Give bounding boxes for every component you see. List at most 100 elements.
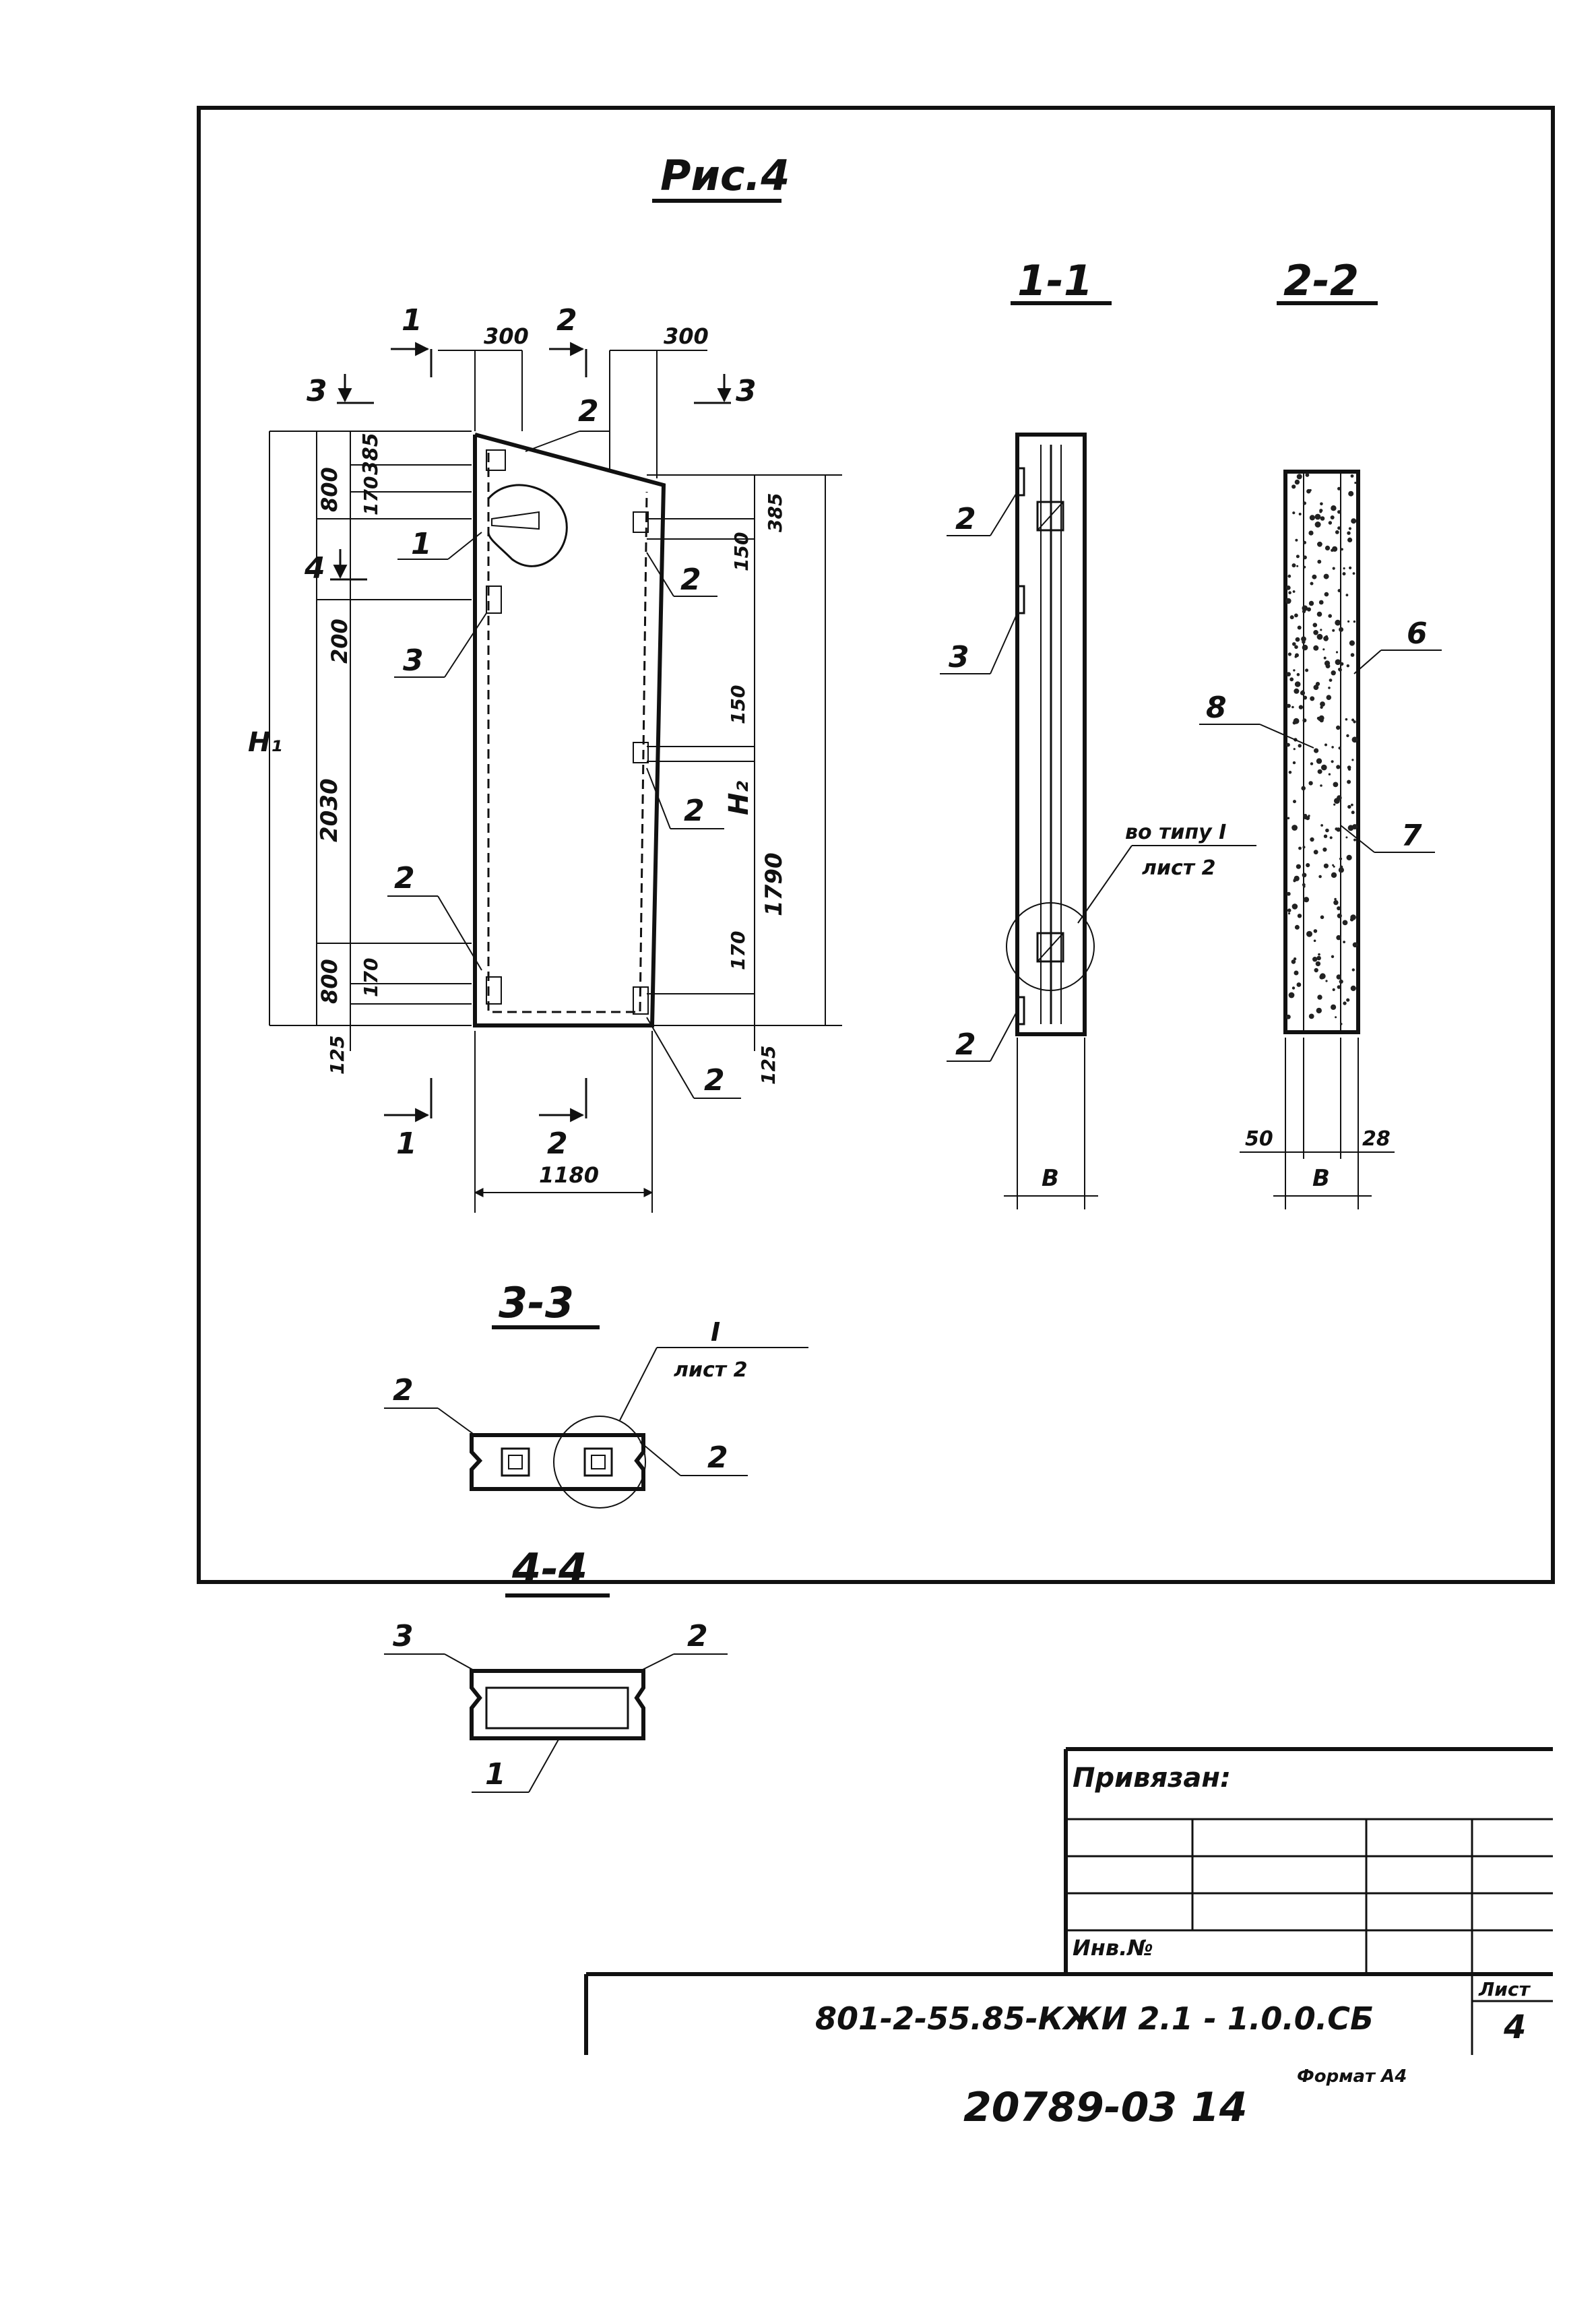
dim-left-170-bottom: 170 (360, 958, 382, 997)
section-2-2-width: В (1312, 1165, 1330, 1192)
speckle-dot (1287, 574, 1291, 578)
speckle-dot (1328, 614, 1332, 618)
speckle-dot (1286, 672, 1291, 676)
speckle-dot (1336, 725, 1341, 730)
speckle-dot (1345, 594, 1349, 597)
leader (1353, 650, 1382, 674)
speckle-dot (1350, 985, 1356, 991)
leader (528, 1738, 560, 1793)
speckle-dot (1346, 998, 1350, 1002)
speckle-dot (1347, 531, 1351, 535)
speckle-dot (1287, 652, 1291, 656)
speckle-dot (1331, 955, 1335, 959)
section-1-1-width: В (1042, 1165, 1059, 1192)
speckle-dot (1329, 836, 1333, 840)
dim-top-right-300: 300 (664, 323, 709, 349)
title-block: Привязан: Инв.№ 801-2-55.85-КЖИ 2.1 - 1.… (584, 1747, 1553, 2055)
speckle-dot (1316, 1007, 1322, 1014)
section-3-3-node-ref-2: лист 2 (674, 1358, 747, 1382)
speckle-dot (1302, 640, 1306, 644)
section-1-1-callout-top: 2 (955, 502, 976, 536)
embed-plate (1016, 996, 1025, 1025)
speckle-dot (1295, 538, 1298, 542)
section-1-1: 1-1 2 3 2 во типу I лист 2 В (940, 256, 1256, 1209)
speckle-dot (1319, 973, 1326, 980)
embed-top-left (486, 449, 506, 471)
section-1-1-callout-bottom: 2 (955, 1027, 976, 1062)
speckle-dot (1292, 511, 1296, 515)
callout-top: 2 (578, 394, 599, 429)
section-3-3: 3-3 I лист 2 2 2 (384, 1278, 808, 1509)
speckle-dot (1337, 589, 1341, 593)
speckle-dot (1328, 687, 1331, 689)
cut-mark-4: 4 (304, 551, 325, 585)
speckle-dot (1294, 970, 1299, 976)
speckle-dot (1316, 611, 1322, 617)
speckle-dot (1288, 771, 1292, 774)
callout-part3: 3 (403, 643, 424, 678)
speckle-dot (1313, 685, 1319, 691)
concrete-speckle (1285, 473, 1358, 1025)
panel-inner-dashed (487, 453, 648, 1013)
speckle-dot (1292, 721, 1296, 725)
speckle-dot (1343, 1001, 1347, 1005)
speckle-dot (1292, 761, 1296, 765)
speckle-dot (1320, 516, 1325, 521)
section-2-2: 2-2 6 8 7 50 28 В (1199, 256, 1442, 1209)
speckle-dot (1338, 747, 1341, 750)
speckle-dot (1336, 765, 1341, 769)
speckle-dot (1317, 559, 1322, 564)
speckle-dot (1294, 924, 1300, 930)
speckle-dot (1313, 630, 1318, 635)
speckle-dot (1320, 824, 1323, 827)
speckle-dot (1351, 811, 1355, 815)
section-4-4-inner (485, 1686, 629, 1730)
dim-width-1180: 1180 (539, 1162, 599, 1188)
speckle-dot (1335, 1016, 1337, 1019)
speckle-dot (1314, 521, 1321, 528)
speckle-dot (1343, 567, 1345, 570)
speckle-dot (1294, 479, 1300, 485)
speckle-dot (1351, 518, 1357, 524)
speckle-dot (1310, 696, 1315, 701)
speckle-dot (1324, 545, 1331, 551)
speckle-dot (1306, 607, 1311, 612)
speckle-dot (1324, 660, 1331, 666)
leader (646, 1017, 695, 1099)
leader (990, 1010, 1018, 1062)
speckle-dot (1339, 857, 1343, 860)
speckle-dot (1308, 781, 1313, 786)
speckle-dot (1339, 979, 1343, 984)
drawing-frame (197, 106, 1555, 1584)
speckle-dot (1330, 515, 1335, 519)
speckle-dot (1310, 762, 1314, 765)
loop-rod (491, 511, 540, 530)
speckle-dot (1336, 974, 1341, 980)
speckle-dot (1350, 474, 1354, 478)
tb-code: 801-2-55.85-КЖИ 2.1 - 1.0.0.СБ (815, 2000, 1374, 2037)
speckle-dot (1351, 803, 1353, 806)
speckle-dot (1302, 846, 1306, 849)
speckle-dot (1352, 942, 1358, 948)
leader (525, 431, 580, 452)
embed-right-inner (591, 1455, 606, 1469)
section-4-4: 4-4 3 2 1 (384, 1544, 728, 1793)
embed-plate (1016, 467, 1025, 497)
speckle-dot (1353, 720, 1356, 724)
speckle-dot (1288, 591, 1291, 594)
leader (639, 1441, 681, 1476)
speckle-dot (1343, 941, 1345, 943)
speckle-dot (1332, 629, 1335, 632)
speckle-dot (1342, 572, 1346, 576)
speckle-dot (1346, 854, 1352, 860)
speckle-dot (1331, 505, 1337, 511)
speckle-dot (1289, 615, 1294, 620)
speckle-dot (1323, 656, 1327, 660)
embed-lower-diag (1037, 932, 1064, 962)
speckle-dot (1328, 773, 1331, 775)
speckle-dot (1338, 668, 1341, 671)
section-1-1-callout-mid: 3 (949, 640, 969, 674)
speckle-dot (1292, 590, 1296, 593)
speckle-dot (1296, 672, 1300, 676)
